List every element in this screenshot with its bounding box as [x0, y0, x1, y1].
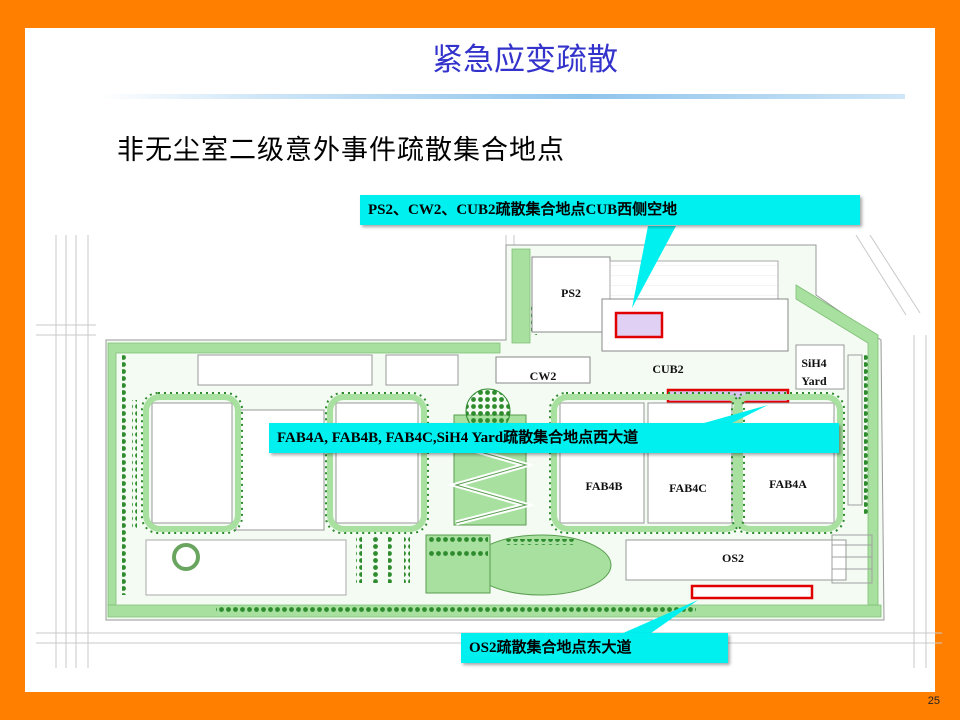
site-map: PS2 CW2 CUB2 SiH4 Yard FAB4B FAB4C FAB4A…: [36, 235, 942, 668]
map-label-fab4a: FAB4A: [769, 477, 807, 491]
map-label-ps2: PS2: [561, 286, 581, 300]
callout-os2-assembly: OS2疏散集合地点东大道: [461, 633, 728, 663]
page-number: 25: [927, 695, 940, 707]
title-divider: [100, 94, 905, 99]
map-label-fab4c: FAB4C: [669, 481, 707, 495]
map-label-cub2: CUB2: [652, 362, 683, 376]
callout-fab-assembly: FAB4A, FAB4B, FAB4C,SiH4 Yard疏散集合地点西大道: [269, 423, 839, 453]
map-label-sih4: SiH4: [801, 356, 826, 370]
map-label-fab4b: FAB4B: [585, 479, 622, 493]
page-subtitle: 非无尘室二级意外事件疏散集合地点: [117, 135, 565, 166]
map-label-os2: OS2: [722, 551, 744, 565]
map-label-yard: Yard: [801, 374, 827, 388]
page-title: 紧急应变疏散: [432, 42, 618, 78]
callout-cub-assembly: PS2、CW2、CUB2疏散集合地点CUB西侧空地: [360, 195, 860, 225]
map-label-cw2: CW2: [530, 369, 557, 383]
